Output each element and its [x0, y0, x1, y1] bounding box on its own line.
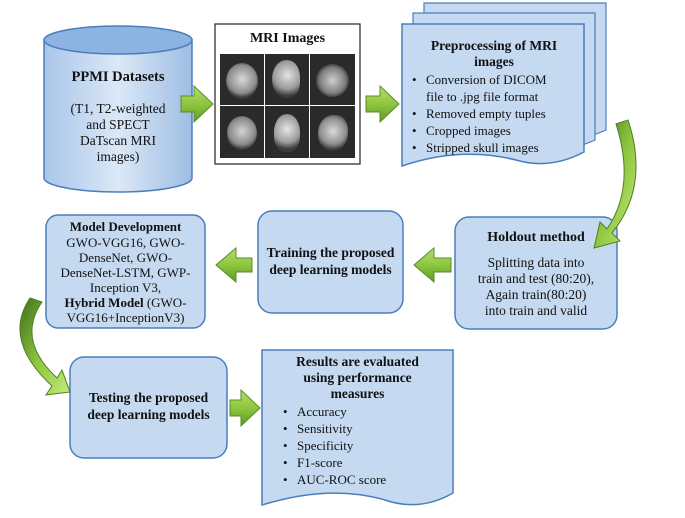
mri-thumbnail	[220, 54, 264, 105]
testing-line2: deep learning models	[87, 407, 210, 422]
curved-arrow-preprocessing-to-holdout	[593, 119, 637, 249]
model-dev-line1: GWO-VGG16, GWO-	[66, 235, 185, 250]
model-dev-title: Model Development	[69, 219, 182, 234]
preprocessing-item: Conversion of DICOM	[412, 71, 584, 88]
ppmi-description-line2: and SPECT	[86, 117, 150, 132]
preprocessing-title-line2: images	[474, 54, 514, 69]
mri-thumbnail	[265, 54, 309, 105]
results-item: Sensitivity	[283, 420, 448, 437]
model-dev-line3: DenseNet-LSTM, GWP-	[60, 265, 191, 280]
mri-images-title: MRI Images	[249, 31, 326, 46]
curved-arrow-model-dev-to-testing	[19, 297, 71, 396]
training-box	[257, 210, 404, 314]
holdout-line2: train and test (80:20),	[477, 271, 595, 286]
holdout-line4: into train and valid	[484, 303, 588, 318]
results-title-line2: using performance	[303, 370, 412, 385]
results-list: Accuracy Sensitivity Specificity F1-scor…	[283, 403, 448, 488]
arrow-ppmi-to-mri	[180, 84, 214, 124]
model-dev-line6: VGG16+InceptionV3)	[66, 310, 185, 325]
ppmi-description-line3: DaTscan MRI	[80, 133, 156, 148]
arrow-holdout-to-training	[413, 246, 452, 284]
model-dev-line2: DenseNet, GWO-	[78, 250, 173, 265]
mri-thumbnail	[310, 106, 355, 158]
hybrid-model-label: Hybrid Model	[64, 295, 144, 310]
preprocessing-list: Conversion of DICOM file to .jpg file fo…	[412, 71, 584, 156]
testing-line1: Testing the proposed	[88, 390, 209, 405]
mri-thumbnail-grid	[220, 54, 355, 158]
preprocessing-item: Stripped skull images	[412, 139, 584, 156]
mri-thumbnail	[265, 106, 309, 158]
ppmi-description-line4: images)	[96, 149, 140, 164]
training-line2: deep learning models	[269, 262, 392, 277]
ppmi-description-line1: (T1, T2-weighted	[70, 101, 166, 116]
model-development-box	[45, 214, 206, 329]
mri-thumbnail	[220, 106, 264, 158]
holdout-line3: Again train(80:20)	[485, 287, 587, 302]
results-title-line3: measures	[330, 386, 385, 401]
preprocessing-item-continuation: file to .jpg file format	[426, 89, 539, 104]
results-item: F1-score	[283, 454, 448, 471]
testing-box	[69, 356, 228, 459]
mri-thumbnail	[310, 54, 355, 105]
preprocessing-item: Removed empty tuples	[412, 105, 584, 122]
arrow-testing-to-results	[229, 388, 261, 428]
results-item: Accuracy	[283, 403, 448, 420]
results-title-line1: Results are evaluated	[296, 354, 419, 369]
ppmi-datasets-cylinder	[43, 25, 193, 193]
results-item: AUC-ROC score	[283, 471, 448, 488]
holdout-title: Holdout method	[487, 230, 585, 245]
preprocessing-title-line1: Preprocessing of MRI	[430, 38, 558, 53]
holdout-line1: Splitting data into	[487, 255, 585, 270]
arrow-training-to-model-dev	[215, 246, 253, 284]
ppmi-title: PPMI Datasets	[71, 69, 165, 85]
arrow-mri-to-preprocessing	[365, 84, 400, 124]
results-item: Specificity	[283, 437, 448, 454]
preprocessing-item: Cropped images	[412, 122, 584, 139]
model-dev-line4: Inception V3,	[89, 280, 162, 295]
training-line1: Training the proposed	[266, 245, 395, 260]
hybrid-model-prefix: (GWO-	[143, 295, 187, 310]
holdout-box	[454, 216, 618, 330]
model-dev-hybrid-line: Hybrid Model (GWO-	[46, 295, 205, 311]
